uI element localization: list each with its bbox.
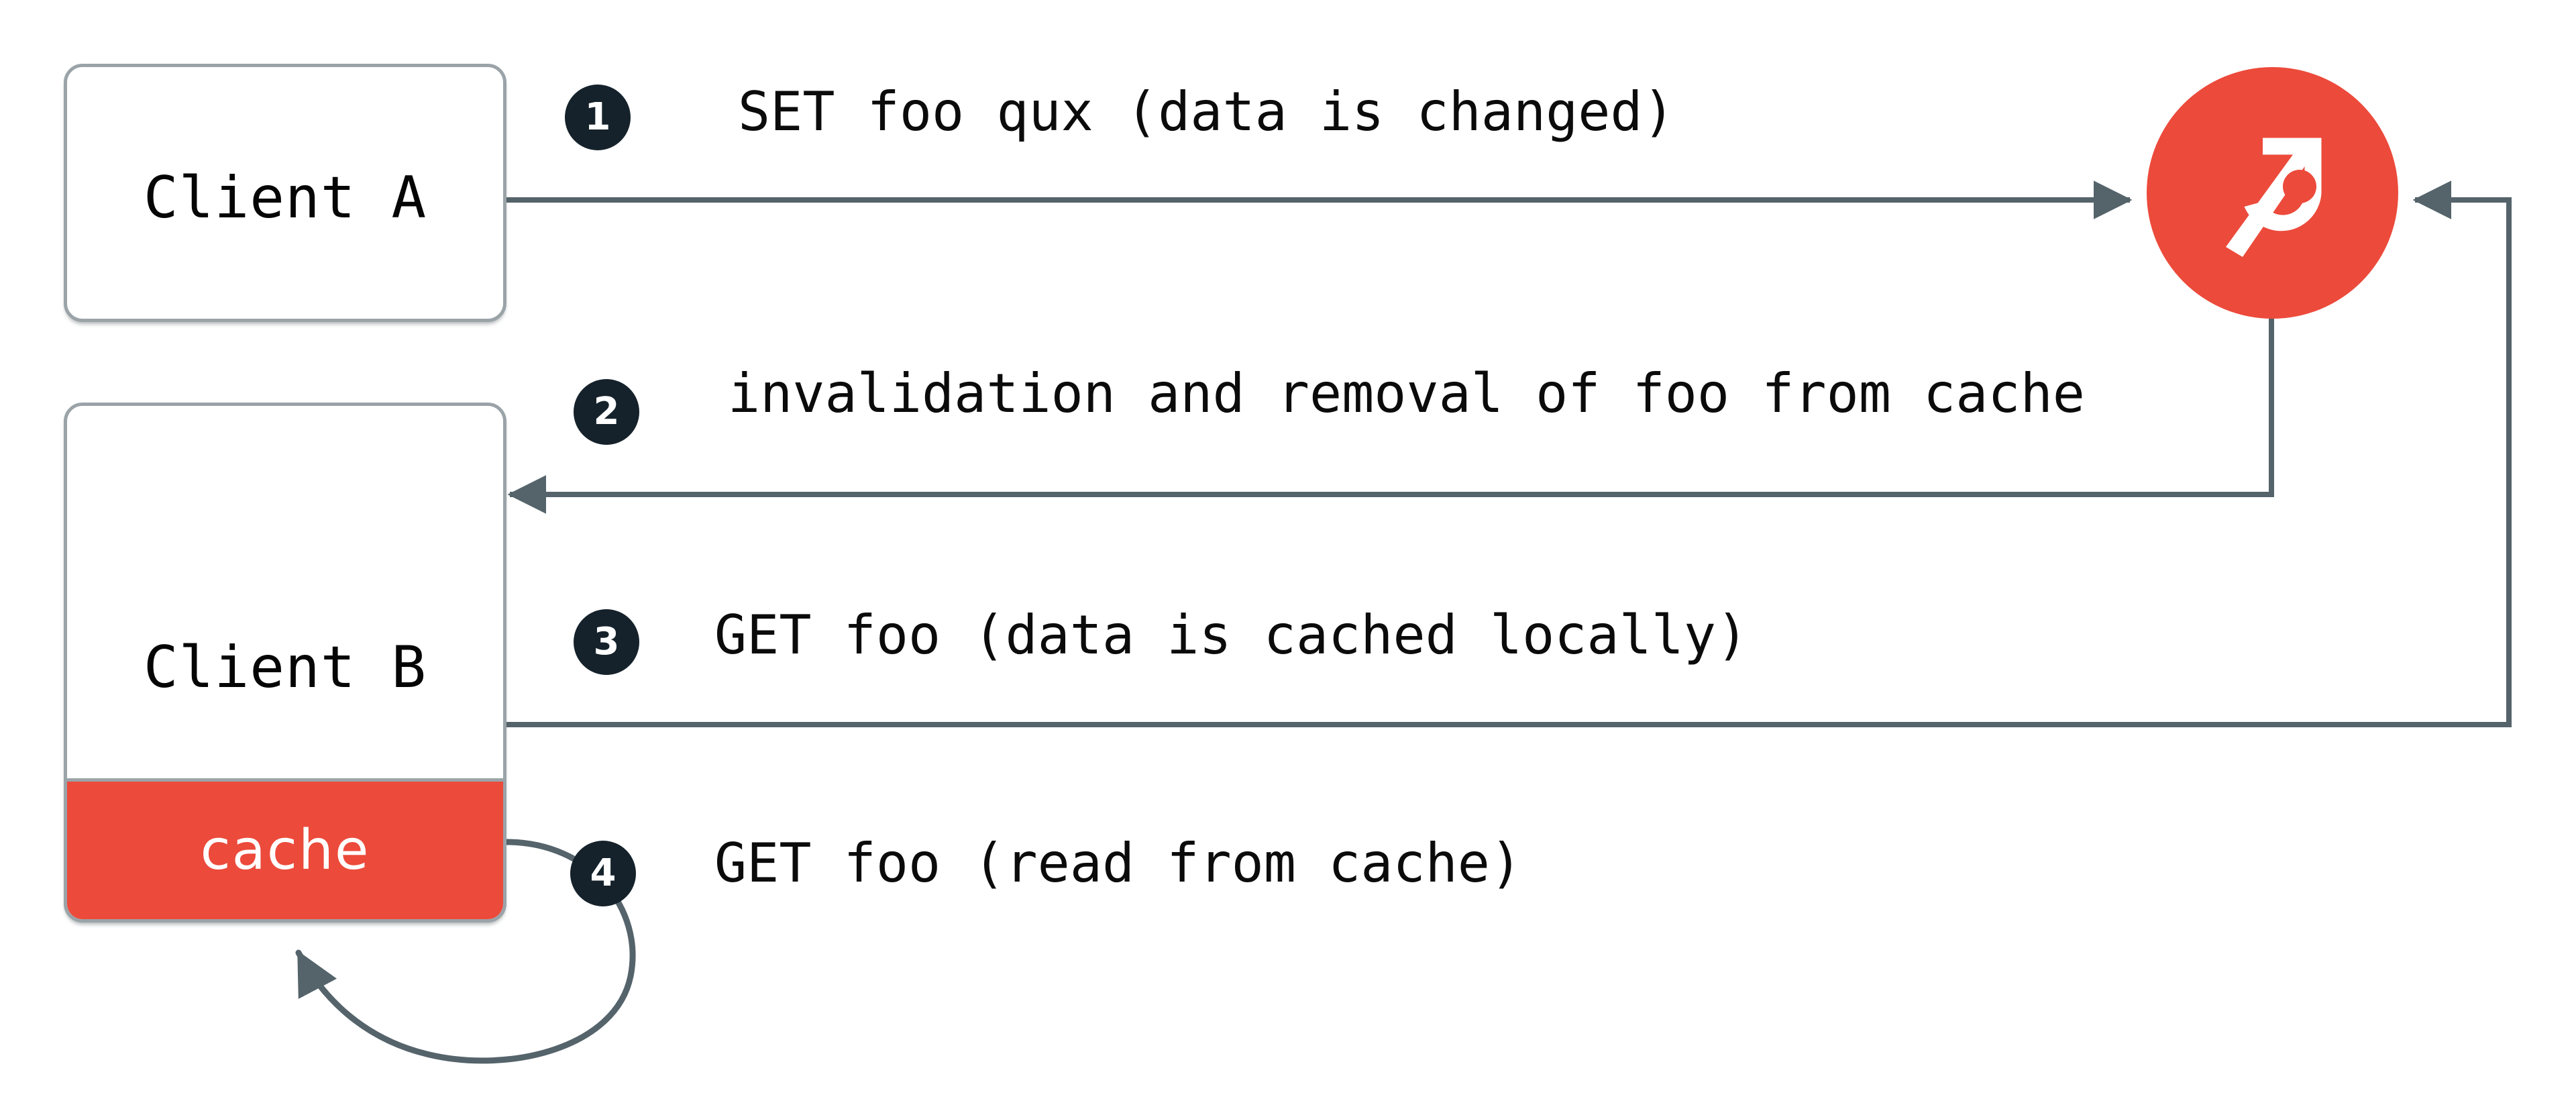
client-b-cache-band[interactable]: cache bbox=[67, 778, 503, 919]
step-badge-1: 1 bbox=[565, 85, 631, 150]
redis-logo-icon bbox=[2189, 109, 2357, 277]
client-a-label: Client A bbox=[143, 164, 427, 231]
node-client-b[interactable]: Client B cache bbox=[64, 403, 506, 923]
step-badge-2: 2 bbox=[574, 379, 639, 445]
edge-step-2 bbox=[507, 315, 2274, 514]
step-badge-3: 3 bbox=[574, 609, 639, 675]
node-redis-server[interactable] bbox=[2147, 67, 2398, 319]
step-badge-4: 4 bbox=[570, 841, 636, 906]
node-client-a[interactable]: Client A bbox=[64, 64, 506, 322]
client-b-label: Client B bbox=[143, 634, 427, 701]
step-caption-1: SET foo qux (data is changed) bbox=[738, 81, 1675, 143]
step-caption-4: GET foo (read from cache) bbox=[714, 832, 1523, 894]
edge-step-3 bbox=[504, 180, 2512, 727]
cache-label: cache bbox=[200, 818, 370, 882]
step-caption-2: invalidation and removal of foo from cac… bbox=[728, 362, 2085, 425]
step-caption-3: GET foo (data is cached locally) bbox=[714, 604, 1749, 666]
